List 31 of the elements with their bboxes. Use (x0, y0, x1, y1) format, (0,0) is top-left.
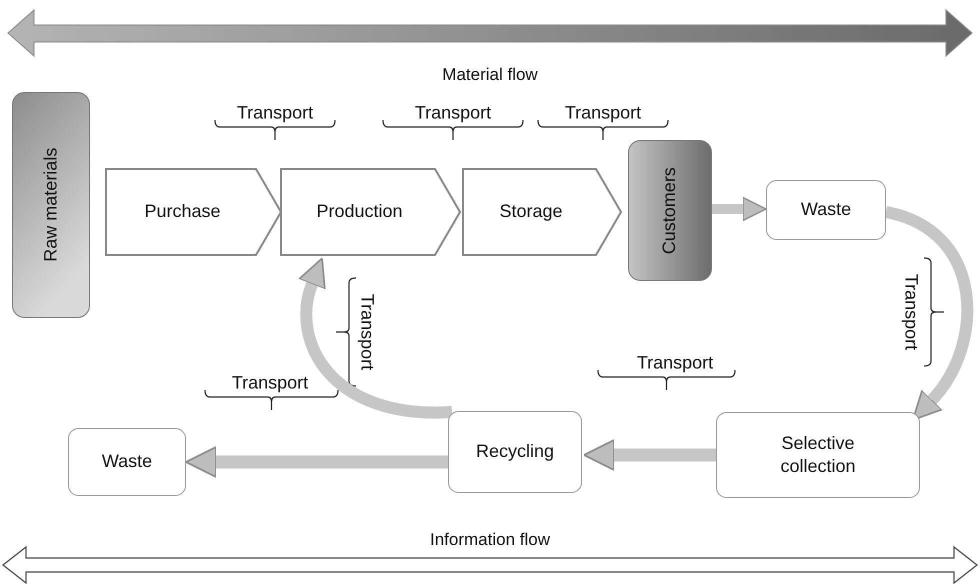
brace-label: Transport (232, 372, 308, 394)
brace-label: Transport (236, 102, 314, 124)
brace-label: Transport (356, 294, 378, 370)
node-label: Storage (499, 200, 563, 224)
block-arrow (583, 439, 716, 471)
rounded-box (12, 92, 90, 318)
flow-label: Material flow (442, 65, 538, 85)
brace-label: Transport (636, 352, 714, 374)
brace-label: Transport (414, 102, 492, 124)
flow-label: Information flow (430, 530, 550, 550)
rounded-box (628, 140, 712, 281)
node-label: Production (316, 200, 403, 224)
rounded-box (766, 180, 886, 240)
node-label: Recycling (476, 440, 554, 464)
node-label: Waste (800, 198, 852, 222)
chevron-box (105, 168, 282, 256)
rounded-box (448, 411, 582, 493)
node-label: Selective collection (779, 432, 857, 478)
block-arrow (712, 196, 767, 222)
chevron-box (280, 168, 461, 256)
node-label: Customers (658, 166, 680, 254)
brace-label: Transport (564, 102, 642, 124)
block-arrow (185, 446, 448, 478)
block-arrow (298, 256, 452, 418)
node-label: Purchase (144, 200, 221, 224)
chevron-box (462, 168, 622, 256)
brace-label: Transport (900, 274, 922, 350)
node-label: Raw materials (39, 148, 62, 262)
node-label: Waste (102, 450, 152, 474)
rounded-box (68, 428, 186, 496)
rounded-box (716, 412, 920, 498)
